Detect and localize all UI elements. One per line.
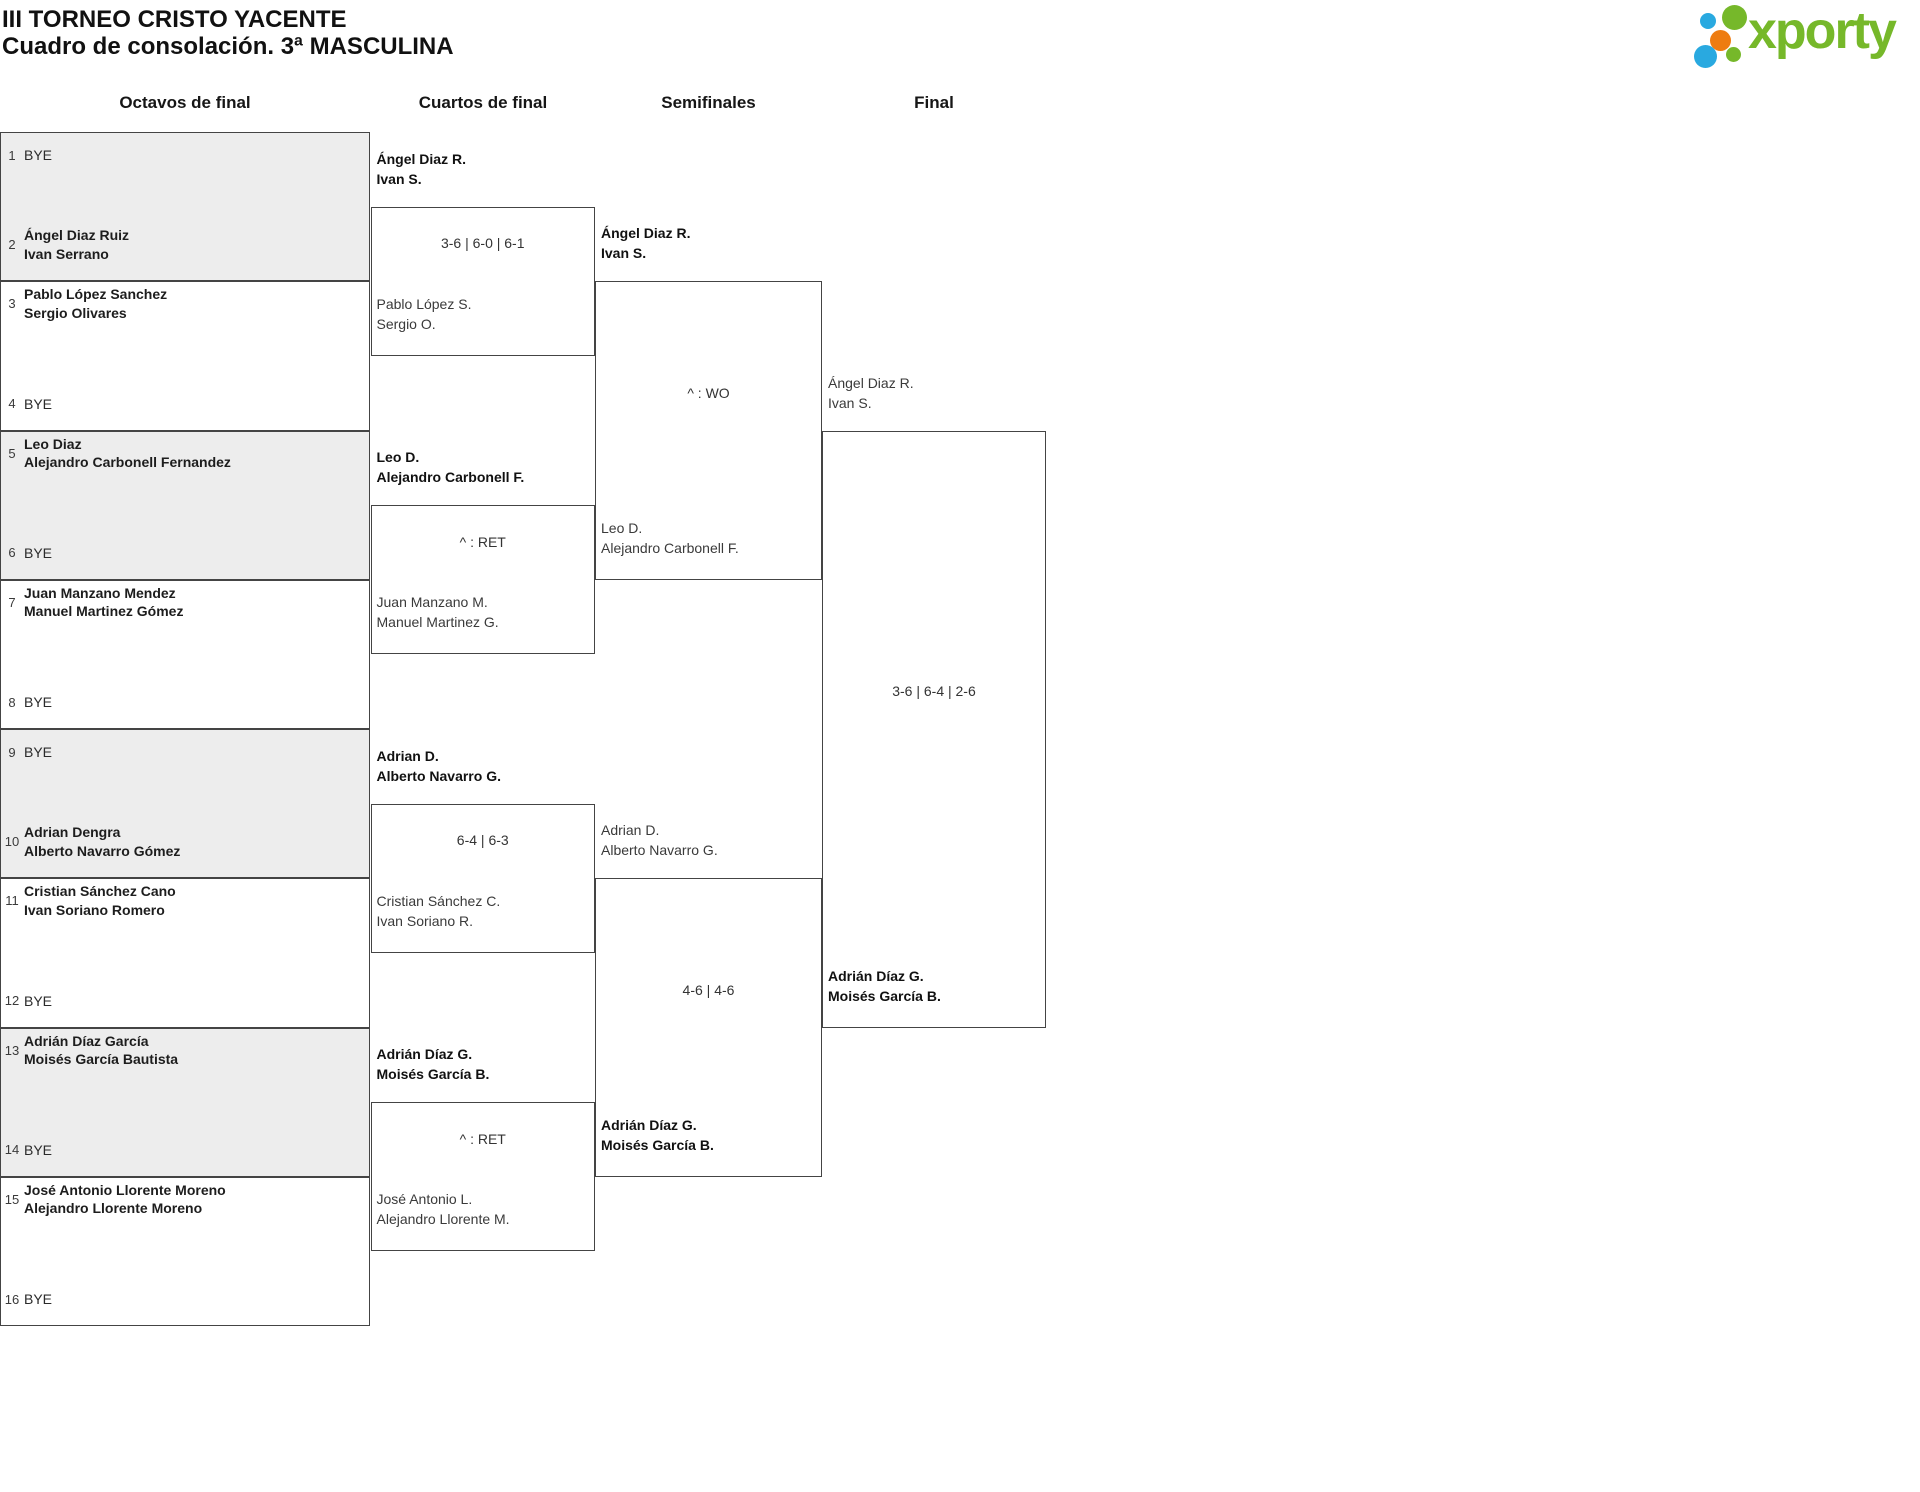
seed-number-10: 10 bbox=[4, 834, 20, 850]
seed-number-9: 9 bbox=[8, 744, 16, 760]
cuartos-match-4-top-team: Adrián Díaz G.Moisés García B. bbox=[376, 1046, 490, 1083]
bracket-slot-seed-1: 1 BYE bbox=[1, 146, 371, 164]
cuartos-match-1-bottom-team: Pablo López S.Sergio O. bbox=[376, 295, 472, 332]
team-name: BYE bbox=[24, 1141, 53, 1158]
seed-number-14: 14 bbox=[4, 1142, 20, 1158]
seed-number-8: 8 bbox=[8, 694, 16, 710]
round-header-3: Semifinales bbox=[661, 93, 756, 112]
cuartos-match-3-top-team: Adrian D.Alberto Navarro G. bbox=[376, 747, 501, 784]
cuartos-match-3-box bbox=[370, 803, 595, 953]
bracket-slot-seed-9: 9 BYE bbox=[1, 743, 371, 761]
cuartos-match-1-score: 3-6 | 6-0 | 6-1 bbox=[440, 235, 525, 252]
bracket-slot-seed-8: 8 BYE bbox=[1, 693, 371, 711]
team-name: BYE bbox=[24, 992, 53, 1009]
final-match-score: 3-6 | 6-4 | 2-6 bbox=[892, 683, 976, 699]
seed-number-7: 7 bbox=[8, 594, 16, 610]
semifinal-match-1-box bbox=[595, 281, 822, 580]
page-title: III TORNEO CRISTO YACENTE bbox=[2, 6, 347, 33]
seed-number-16: 16 bbox=[4, 1291, 20, 1307]
seed-number-11: 11 bbox=[5, 893, 19, 909]
team-name: BYE bbox=[24, 395, 53, 412]
seed-number-15: 15 bbox=[4, 1191, 20, 1207]
bracket-slot-seed-6: 6 BYE bbox=[1, 544, 371, 562]
round-header-4: Final bbox=[914, 93, 954, 112]
cuartos-match-2-score: ^ : RET bbox=[459, 533, 506, 550]
final-match-box bbox=[822, 430, 1046, 1028]
semifinal-match-1-score: ^ : WO bbox=[687, 384, 730, 401]
semifinal-match-1-bottom-team: Leo D.Alejandro Carbonell F. bbox=[601, 519, 739, 556]
seed-number-3: 3 bbox=[8, 296, 16, 312]
cuartos-match-2-top-team: Leo D.Alejandro Carbonell F. bbox=[376, 449, 525, 486]
cuartos-match-2-bottom-team: Juan Manzano M.Manuel Martinez G. bbox=[376, 594, 499, 631]
cuartos-match-3-score: 6-4 | 6-3 bbox=[456, 832, 509, 849]
logo-wordmark: xporty bbox=[1748, 2, 1897, 60]
semifinal-match-2-box bbox=[595, 878, 822, 1177]
semifinal-match-2-top-team: Adrian D.Alberto Navarro G. bbox=[601, 822, 718, 859]
cuartos-match-4-box bbox=[370, 1102, 595, 1252]
final-match-top-team: Ángel Diaz R.Ivan S. bbox=[828, 374, 914, 411]
team-name: BYE bbox=[24, 744, 53, 760]
logo-dot-blue-small bbox=[1700, 13, 1716, 29]
team-name: BYE bbox=[24, 544, 53, 561]
cuartos-match-1-box bbox=[370, 206, 595, 356]
logo-dot-green-large bbox=[1722, 5, 1747, 30]
semifinal-match-1-top-team: Ángel Diaz R.Ivan S. bbox=[601, 225, 691, 262]
cuartos-match-1-top-team: Ángel Diaz R.Ivan S. bbox=[376, 150, 466, 187]
bracket-slot-seed-12: 12 BYE bbox=[1, 992, 371, 1010]
logo-dot-green-small bbox=[1726, 47, 1741, 62]
page-subtitle: Cuadro de consolación. 3ª MASCULINA bbox=[2, 33, 454, 60]
team-name: BYE bbox=[24, 694, 53, 710]
semifinal-match-2-score: 4-6 | 4-6 bbox=[682, 981, 735, 998]
seed-number-2: 2 bbox=[8, 237, 16, 253]
team-name: BYE bbox=[24, 1291, 53, 1307]
bracket-slot-seed-4: 4 BYE bbox=[1, 395, 371, 413]
logo-dot-orange bbox=[1710, 30, 1731, 51]
seed-number-4: 4 bbox=[8, 396, 16, 411]
seed-number-5: 5 bbox=[8, 445, 16, 461]
seed-number-1: 1 bbox=[8, 147, 16, 163]
cuartos-match-4-bottom-team: José Antonio L.Alejandro Llorente M. bbox=[376, 1191, 510, 1228]
round-header-1: Octavos de final bbox=[119, 93, 251, 112]
cuartos-match-4-score: ^ : RET bbox=[459, 1130, 506, 1147]
seed-number-12: 12 bbox=[4, 993, 20, 1008]
semifinal-match-2-bottom-team: Adrián Díaz G.Moisés García B. bbox=[601, 1116, 714, 1153]
logo-dot-blue-large bbox=[1694, 45, 1717, 68]
round-header-2: Cuartos de final bbox=[418, 93, 548, 112]
team-name: BYE bbox=[24, 147, 53, 163]
seed-number-6: 6 bbox=[8, 545, 16, 561]
cuartos-match-3-bottom-team: Cristian Sánchez C.Ivan Soriano R. bbox=[376, 892, 501, 929]
final-match-bottom-team: Adrián Díaz G.Moisés García B. bbox=[828, 967, 941, 1004]
seed-number-13: 13 bbox=[4, 1042, 20, 1058]
cuartos-match-2-box bbox=[370, 505, 595, 655]
